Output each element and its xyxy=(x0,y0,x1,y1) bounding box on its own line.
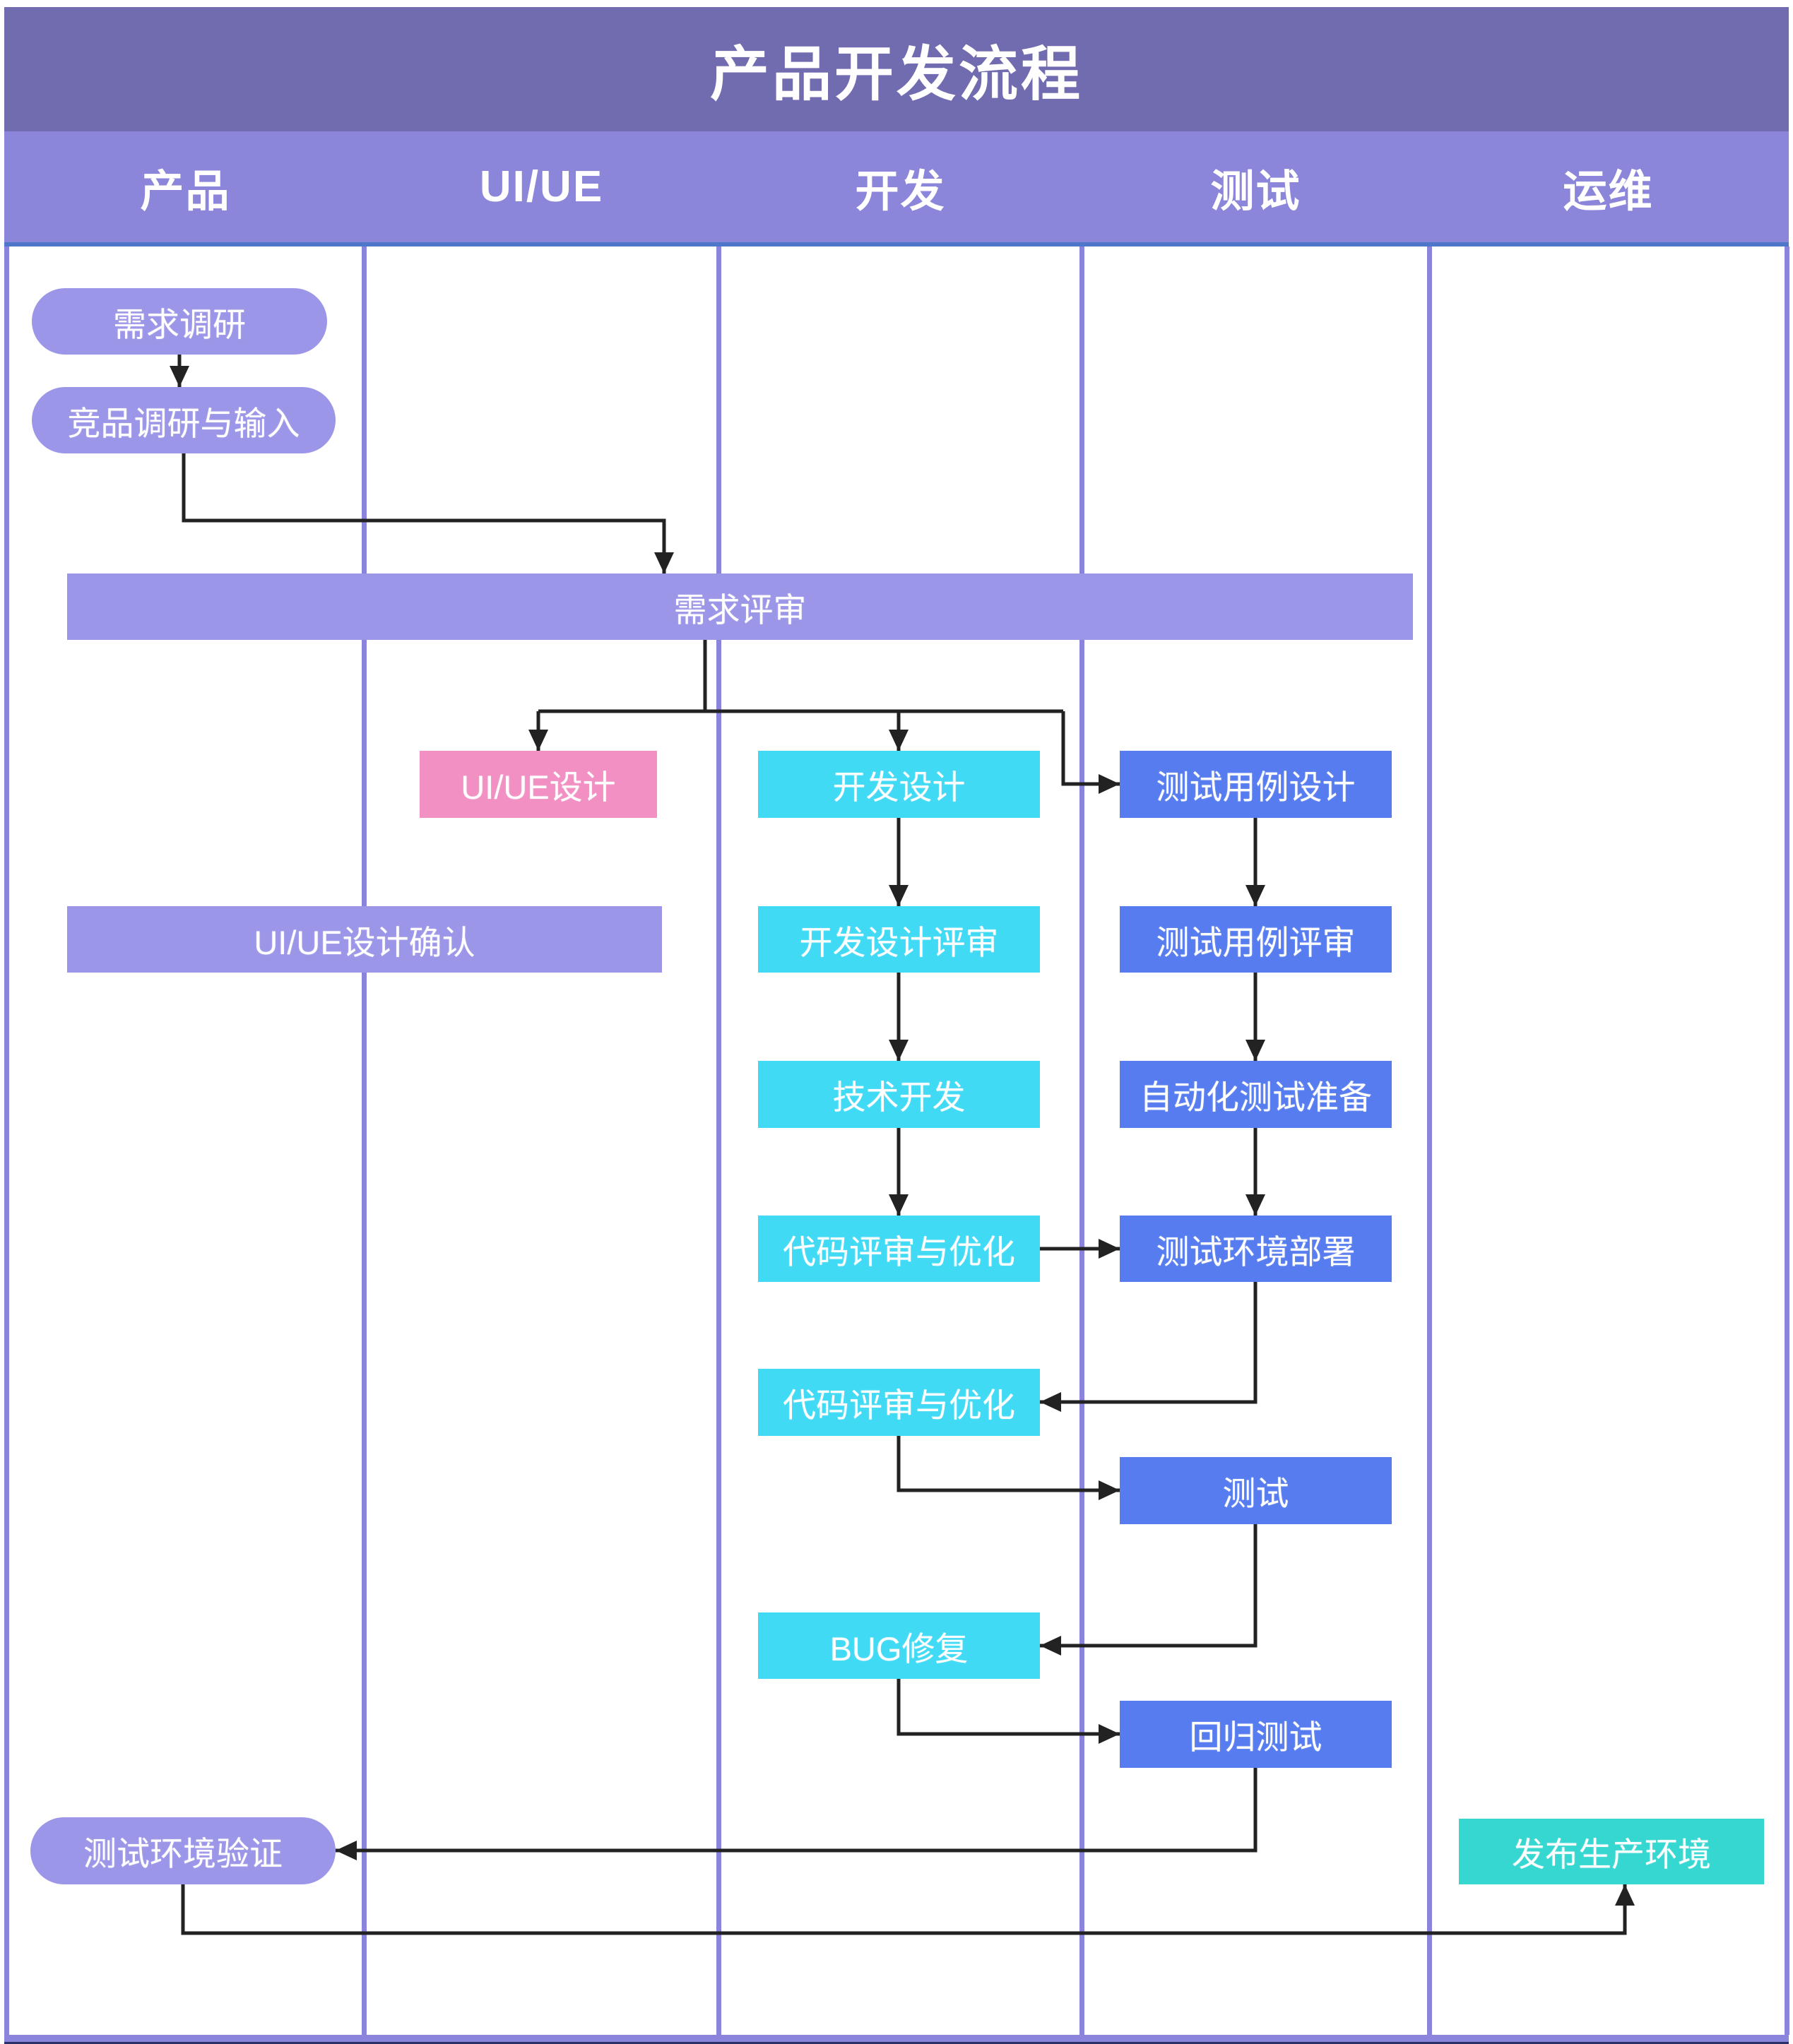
node-code-review-2[interactable]: 代码评审与优化 xyxy=(758,1369,1040,1436)
node-uiue-design[interactable]: UI/UE设计 xyxy=(420,751,657,818)
node-test-env-verify[interactable]: 测试环境验证 xyxy=(30,1817,336,1884)
arrow-env-verify-to-release xyxy=(181,1884,1635,1935)
lane-header-ops: 运维 xyxy=(1563,167,1654,216)
lane-border-1 xyxy=(362,246,367,2035)
page-title: 产品开发流程 xyxy=(4,7,1789,131)
node-code-review-1[interactable]: 代码评审与优化 xyxy=(758,1216,1040,1282)
arrow-bug-fix-to-regression xyxy=(896,1679,1120,1744)
lane-border-3 xyxy=(1079,246,1084,2035)
arrow-code-review-2-to-testing xyxy=(896,1436,1120,1500)
node-requirement-review[interactable]: 需求评审 xyxy=(67,574,1413,640)
node-requirement-research[interactable]: 需求调研 xyxy=(32,288,327,355)
bottom-edge-line xyxy=(4,2042,1789,2044)
node-testcase-review[interactable]: 测试用例评审 xyxy=(1120,906,1392,973)
arrow-branch-to-testcase-design xyxy=(1061,711,1120,794)
lane-border-left xyxy=(4,246,9,2035)
lane-header-product: 产品 xyxy=(140,167,231,216)
node-tech-develop[interactable]: 技术开发 xyxy=(758,1061,1040,1128)
node-testcase-design[interactable]: 测试用例设计 xyxy=(1120,751,1392,818)
node-release-prod[interactable]: 发布生产环境 xyxy=(1459,1819,1764,1884)
lane-border-2 xyxy=(716,246,721,2035)
node-dev-design-review[interactable]: 开发设计评审 xyxy=(758,906,1040,973)
arrow-competitor-to-review xyxy=(182,453,674,574)
lane-header-uiue: UI/UE xyxy=(479,162,604,211)
arrow-testing-to-bug-fix xyxy=(1040,1524,1258,1656)
lane-header-test: 测试 xyxy=(1210,167,1301,216)
bottom-border xyxy=(4,2035,1789,2042)
node-competitor-research[interactable]: 竞品调研与输入 xyxy=(32,387,336,453)
lane-header-row: 产品 UI/UE 开发 测试 运维 xyxy=(4,131,1789,242)
lane-border-right xyxy=(1785,246,1789,2035)
lane-border-4 xyxy=(1427,246,1432,2035)
arrow-review-branch-trunk xyxy=(538,640,1063,713)
node-regression-test[interactable]: 回归测试 xyxy=(1120,1701,1392,1768)
node-test-env-deploy[interactable]: 测试环境部署 xyxy=(1120,1216,1392,1282)
node-testing[interactable]: 测试 xyxy=(1120,1457,1392,1524)
node-dev-design[interactable]: 开发设计 xyxy=(758,751,1040,818)
lane-header-dev: 开发 xyxy=(855,167,946,216)
node-bug-fix[interactable]: BUG修复 xyxy=(758,1612,1040,1679)
node-uiue-design-confirm[interactable]: UI/UE设计确认 xyxy=(67,906,662,973)
arrow-regression-to-env-verify xyxy=(336,1768,1258,1860)
header-underline xyxy=(4,242,1789,246)
arrow-env-deploy-to-code-review-2 xyxy=(1040,1282,1258,1412)
node-auto-test-prep[interactable]: 自动化测试准备 xyxy=(1120,1061,1392,1128)
